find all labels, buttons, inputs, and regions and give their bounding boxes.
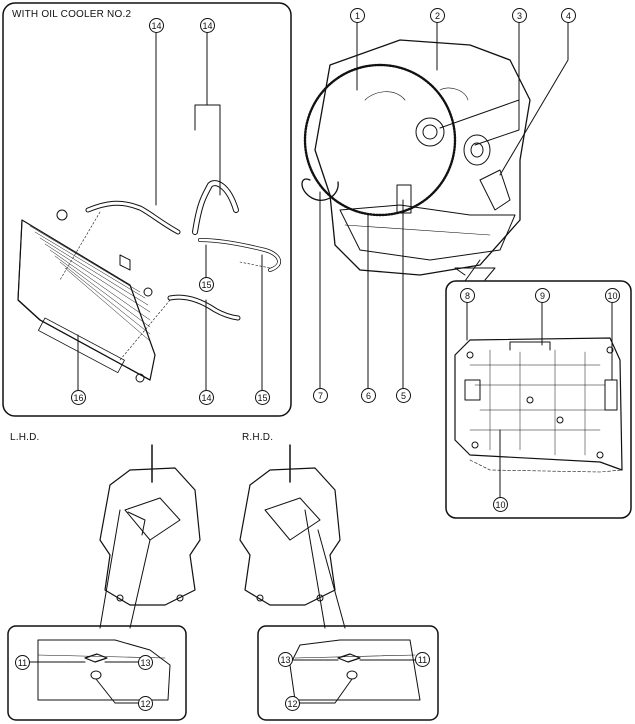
lhd-detail-drawing	[29, 639, 171, 704]
leader-14b	[206, 32, 221, 196]
callout-4: 4	[561, 8, 576, 23]
rhd-detail-frame	[257, 625, 439, 721]
rhd-label: R.H.D.	[242, 432, 274, 443]
callout-13-lhd: 13	[138, 655, 153, 670]
callout-6: 6	[361, 388, 376, 403]
callout-10-b: 10	[493, 497, 508, 512]
lhd-mount-drawing	[99, 444, 201, 629]
callout-10-a: 10	[605, 288, 620, 303]
callout-14-b: 14	[200, 18, 215, 33]
oil-cooler-hoses-drawing	[59, 180, 281, 361]
rhd-detail-drawing	[289, 639, 421, 704]
callout-15-a: 15	[199, 277, 214, 292]
callout-8: 8	[460, 288, 475, 303]
transaxle-drawing	[301, 39, 531, 276]
control-valve-drawing	[454, 337, 623, 473]
callout-16: 16	[71, 390, 86, 405]
callout-3: 3	[512, 8, 527, 23]
oil-cooler-panel-frame	[2, 2, 292, 417]
callout-12-lhd: 12	[138, 696, 153, 711]
callout-5: 5	[396, 388, 411, 403]
callout-7: 7	[313, 388, 328, 403]
lhd-detail-frame	[7, 625, 187, 721]
oil-cooler-panel-title: WITH OIL COOLER NO.2	[12, 9, 132, 20]
callout-12-rhd: 12	[285, 696, 300, 711]
callout-2: 2	[430, 8, 445, 23]
callout-11-lhd: 11	[15, 655, 30, 670]
control-valve-panel-frame	[445, 280, 632, 519]
callout-11-rhd: 11	[415, 652, 430, 667]
lhd-label: L.H.D.	[10, 432, 40, 443]
callout-1: 1	[350, 8, 365, 23]
rhd-mount-drawing	[239, 444, 346, 629]
callout-14-a: 14	[149, 18, 164, 33]
callout-15-b: 15	[255, 390, 270, 405]
callout-9: 9	[535, 288, 550, 303]
radiator-drawing	[17, 209, 156, 383]
callout-14-c: 14	[199, 390, 214, 405]
callout-13-rhd: 13	[278, 652, 293, 667]
